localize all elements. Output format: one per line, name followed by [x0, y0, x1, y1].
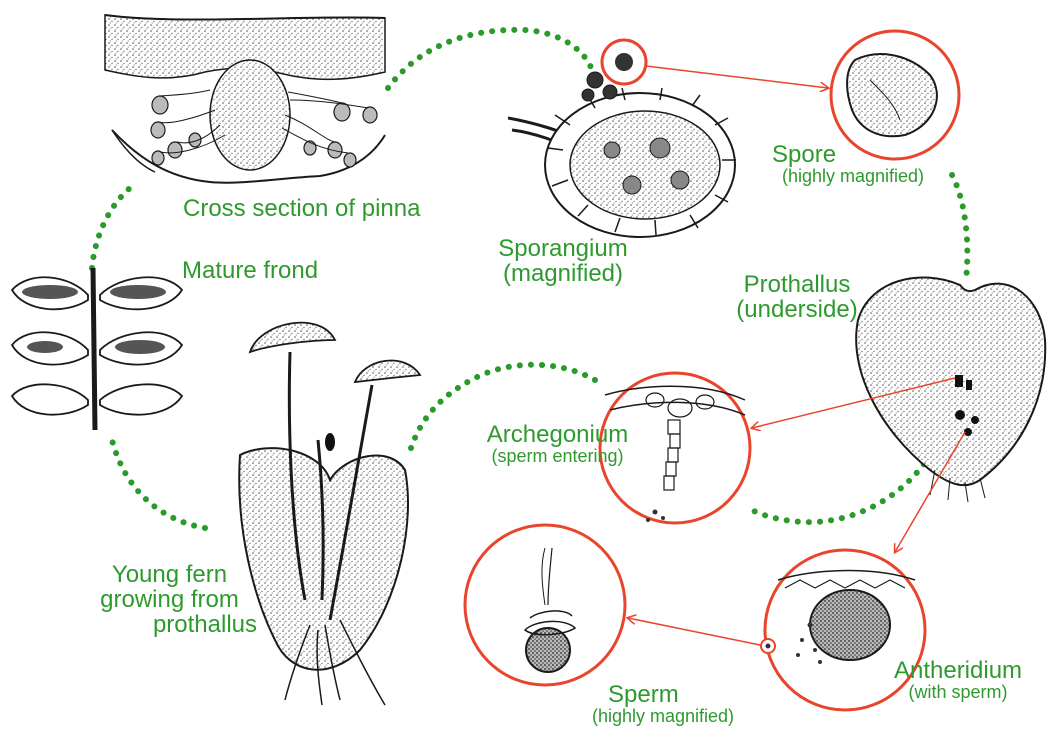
label-archegonium-text: Archegonium — [470, 422, 645, 447]
label-archegonium-note: (sperm entering) — [470, 447, 645, 466]
mature-frond-illustration — [12, 268, 182, 430]
young-fern-illustration — [239, 323, 420, 705]
label-sperm: Sperm (highly magnified) — [568, 682, 758, 726]
label-cross-section-text: Cross section of pinna — [183, 196, 420, 221]
label-prothallus-text: Prothallus — [727, 272, 867, 297]
cycle-path-crosssection-to-sporangium — [388, 30, 592, 88]
cycle-path-spore-to-prothallus — [952, 175, 967, 280]
label-mature-frond-text: Mature frond — [182, 258, 318, 283]
label-archegonium: Archegonium (sperm entering) — [470, 422, 645, 466]
label-mature-frond: Mature frond — [182, 258, 318, 283]
sporangium-illustration — [508, 72, 736, 237]
label-young-fern-line1: Young fern — [82, 562, 257, 587]
label-sperm-text: Sperm — [568, 682, 758, 707]
cycle-path-prothallus-to-archegonium — [748, 455, 930, 522]
sperm-illustration — [465, 525, 625, 685]
label-young-fern-line2: growing from — [82, 587, 257, 612]
label-antheridium: Antheridium (with sperm) — [878, 658, 1038, 702]
label-cross-section: Cross section of pinna — [183, 196, 420, 221]
label-antheridium-note: (with sperm) — [878, 683, 1038, 702]
label-antheridium-text: Antheridium — [878, 658, 1038, 683]
label-prothallus-note: (underside) — [727, 297, 867, 322]
label-sporangium-note: (magnified) — [468, 261, 658, 286]
cycle-path-youngfern-to-frond — [112, 440, 205, 528]
label-sporangium-text: Sporangium — [468, 236, 658, 261]
label-prothallus: Prothallus (underside) — [727, 272, 867, 322]
cycle-path-frond-to-crosssection — [92, 188, 130, 268]
label-spore-note: (highly magnified) — [748, 167, 958, 186]
label-spore: Spore (highly magnified) — [748, 142, 958, 186]
pinna-cross-section-illustration — [105, 15, 385, 183]
label-sporangium: Sporangium (magnified) — [468, 236, 658, 286]
label-spore-text: Spore — [748, 142, 958, 167]
label-young-fern-line3: prothallus — [82, 612, 257, 637]
label-young-fern: Young fern growing from prothallus — [82, 562, 257, 638]
label-sperm-note: (highly magnified) — [568, 707, 758, 726]
prothallus-illustration — [856, 278, 1045, 502]
